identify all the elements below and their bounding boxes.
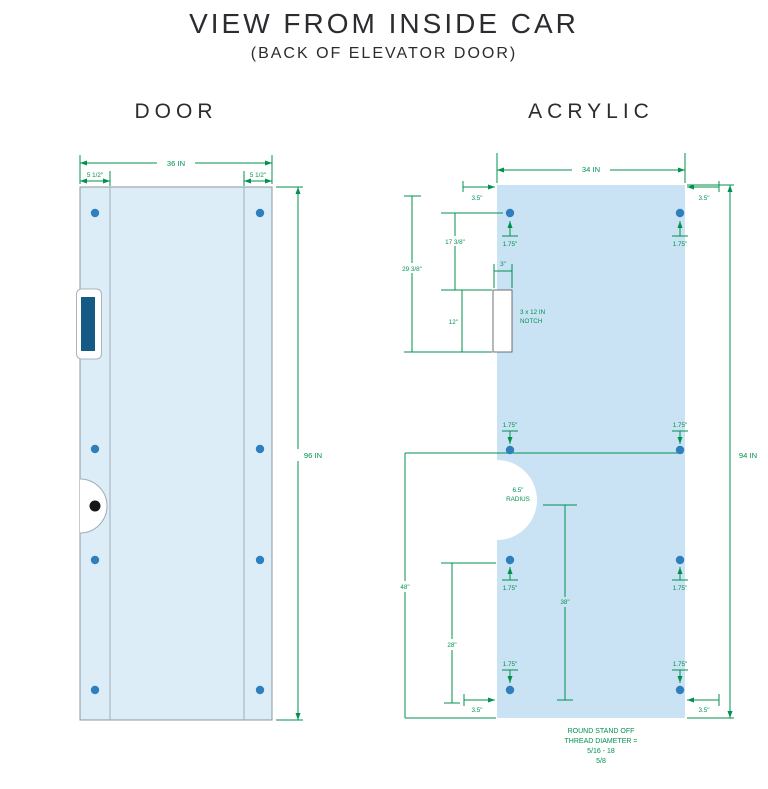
standoff-inset-label: 1.75"	[673, 661, 688, 668]
standoff-inset-label: 1.75"	[503, 422, 518, 429]
bottom-spacing-label: 28"	[447, 642, 456, 649]
standoff-dot	[505, 555, 515, 565]
acrylic-bottom-standoff-insets: 1.75" 1.75"	[502, 661, 688, 683]
acrylic-width-dim: 34 IN	[496, 153, 686, 183]
edge-offset-label: 3.5"	[472, 707, 483, 714]
standoff-dot	[90, 208, 100, 218]
notch-top-dim-label: 17 3/8"	[445, 239, 465, 246]
standoff-inset-label: 1.75"	[503, 661, 518, 668]
label-bg	[441, 639, 463, 650]
page-title: VIEW FROM INSIDE CAR	[189, 8, 579, 39]
standoff-inset-label: 1.75"	[673, 422, 688, 429]
acrylic-bottom-right-edge-dim: 3.5"	[687, 694, 720, 714]
label-bg	[391, 263, 434, 273]
note-line: THREAD DIAMETER =	[565, 738, 638, 745]
acrylic-lower-height-dim: 48"	[394, 452, 683, 719]
acrylic-lower-standoff-insets: 1.75" 1.75"	[502, 567, 688, 592]
edge-offset-label: 3.5"	[699, 707, 710, 714]
door-left-margin-label: 5 1/2"	[87, 172, 103, 179]
standoff-dot	[255, 685, 265, 695]
acrylic-height-label: 94 IN	[739, 451, 757, 460]
door-right-margin-label: 5 1/2"	[250, 172, 266, 179]
acrylic-notch-dims: 17 3/8" 29 3/8" 3" 12" 3 x 12 IN NOTCH	[391, 195, 546, 353]
note-line: 5/16 - 18	[587, 748, 615, 755]
standoff-inset-label: 1.75"	[673, 241, 688, 248]
radius-word-label: RADIUS	[506, 496, 530, 503]
lower-height-label: 48"	[400, 584, 409, 591]
standoff-inset-label: 1.75"	[503, 241, 518, 248]
door-height-label: 96 IN	[304, 451, 322, 460]
standoff-dot	[90, 444, 100, 454]
notch-callout-line1: 3 x 12 IN	[520, 309, 546, 316]
standoff-dot	[675, 555, 685, 565]
acrylic-section-heading: ACRYLIC	[528, 100, 654, 123]
standoff-note: ROUND STAND OFF THREAD DIAMETER = 5/16 -…	[565, 728, 638, 765]
notch-width-label: 3"	[500, 261, 506, 268]
radius-value-label: 6.5"	[513, 487, 524, 494]
acrylic-mid-standoff-insets: 1.75" 1.75"	[502, 422, 688, 444]
acrylic-top-left-edge-dim: 3.5"	[462, 181, 495, 202]
door-width-dim: 36 IN 5 1/2" 5 1/2"	[79, 155, 273, 186]
door-handle	[81, 297, 95, 351]
note-line: 5/8	[596, 758, 606, 765]
standoff-dot	[675, 445, 685, 455]
acrylic-bottom-height-dim: 38"	[543, 504, 577, 701]
acrylic-notch-cutout	[492, 289, 513, 353]
label-bg	[394, 581, 417, 592]
label-bg	[157, 157, 195, 168]
door-standoffs	[90, 208, 265, 695]
acrylic-radius-callout: 6.5" RADIUS	[506, 487, 530, 503]
acrylic-height-dim: 94 IN	[687, 184, 757, 719]
acrylic-drawing	[492, 185, 685, 718]
door-height-dim: 96 IN	[276, 186, 330, 721]
notch-bottom-dim-label: 29 3/8"	[402, 266, 422, 273]
standoff-dot	[505, 208, 515, 218]
acrylic-panel	[497, 185, 685, 718]
bottom-height-label: 38"	[560, 599, 569, 606]
note-line: ROUND STAND OFF	[568, 728, 635, 735]
door-lock-dot	[89, 500, 101, 512]
door-panel	[79, 186, 273, 721]
acrylic-standoffs	[505, 208, 685, 695]
standoff-dot	[255, 444, 265, 454]
label-bg	[572, 163, 610, 174]
standoff-dot	[675, 685, 685, 695]
door-width-label: 36 IN	[167, 159, 185, 168]
label-bg	[296, 449, 330, 461]
edge-offset-label: 3.5"	[699, 195, 710, 202]
label-bg	[435, 236, 476, 246]
standoff-dot	[255, 208, 265, 218]
notch-callout-line2: NOTCH	[520, 318, 543, 325]
door-drawing	[76, 186, 273, 721]
standoff-dot	[90, 685, 100, 695]
standoff-dot	[675, 208, 685, 218]
edge-offset-label: 3.5"	[472, 195, 483, 202]
acrylic-radius-cutout	[497, 460, 537, 540]
door-section-heading: DOOR	[134, 100, 218, 123]
standoff-dot	[505, 445, 515, 455]
acrylic-top-standoff-insets: 1.75" 1.75"	[502, 221, 688, 248]
standoff-dot	[255, 555, 265, 565]
page-subtitle: (BACK OF ELEVATOR DOOR)	[250, 45, 518, 62]
standoff-dot	[90, 555, 100, 565]
acrylic-bottom-left-edge-dim: 3.5"	[463, 694, 495, 714]
notch-height-label: 12"	[449, 319, 458, 326]
acrylic-bottom-spacing-dim: 28"	[441, 562, 496, 704]
acrylic-top-right-edge-dim: 3.5"	[687, 181, 720, 202]
standoff-inset-label: 1.75"	[673, 585, 688, 592]
acrylic-width-label: 34 IN	[582, 165, 600, 174]
standoff-inset-label: 1.75"	[503, 585, 518, 592]
standoff-dot	[505, 685, 515, 695]
